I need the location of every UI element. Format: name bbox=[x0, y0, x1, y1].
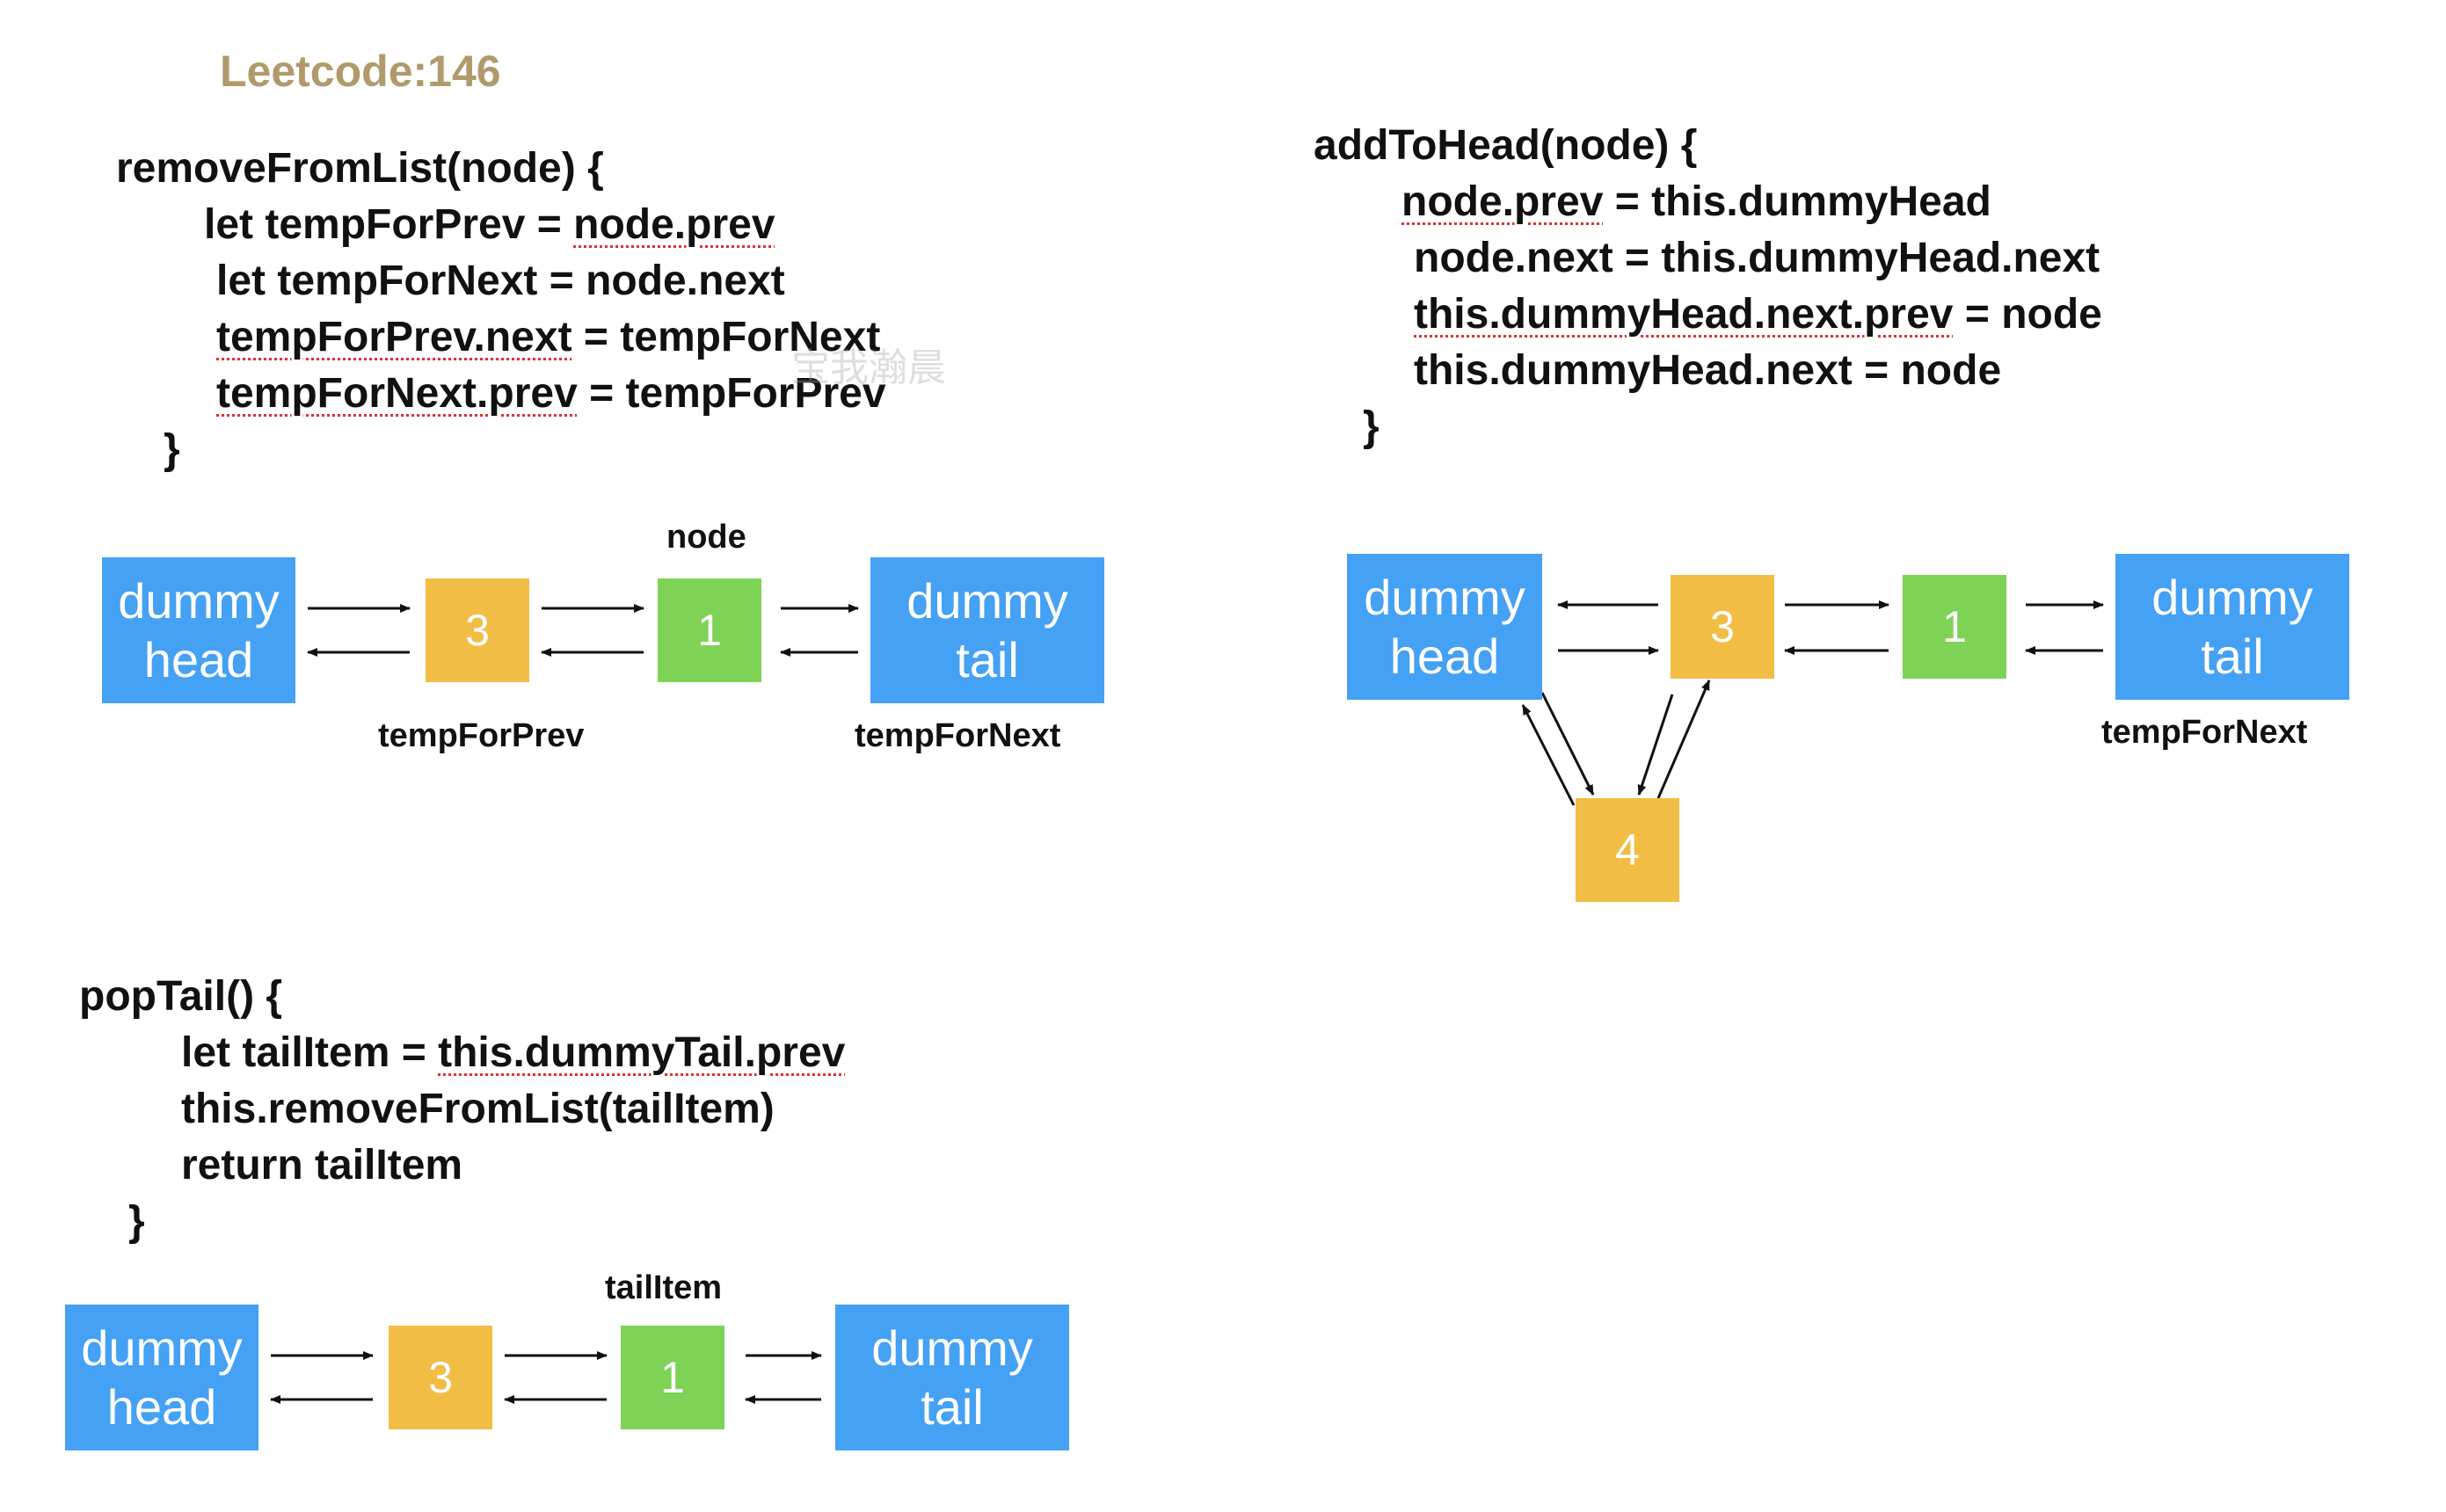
add-label-tempfornext: tempForNext bbox=[2101, 714, 2308, 751]
pop-dummy-tail-node: dummy tail bbox=[835, 1305, 1069, 1450]
remove-label-node: node bbox=[666, 519, 746, 556]
add-dummy-tail-node: dummy tail bbox=[2115, 554, 2349, 700]
pop-label-tailitem: tailItem bbox=[605, 1269, 723, 1306]
code-remove-line3: let tempForNext = node.next bbox=[216, 258, 785, 304]
add-node-4: 4 bbox=[1576, 798, 1679, 902]
remove-dummy-tail-node: dummy tail bbox=[870, 557, 1104, 703]
remove-node-3: 3 bbox=[426, 578, 529, 682]
code-add-line4: this.dummyHead.next.prev = node bbox=[1414, 291, 2102, 338]
code-remove-line4: tempForPrev.next = tempForNext bbox=[216, 314, 881, 360]
code-pop-line2: let tailItem = this.dummyTail.prev bbox=[181, 1029, 846, 1076]
add-node-3: 3 bbox=[1671, 575, 1774, 679]
arrow-add-head-to-4 bbox=[1540, 692, 1595, 796]
code-pop-line3: this.removeFromList(tailItem) bbox=[181, 1086, 775, 1132]
code-pop-line4: return tailItem bbox=[181, 1142, 463, 1189]
remove-label-tempforprev: tempForPrev bbox=[378, 717, 585, 754]
add-dummy-head-node: dummy head bbox=[1347, 554, 1542, 700]
code-add-line5: this.dummyHead.next = node bbox=[1414, 347, 2002, 394]
code-add-line3: node.next = this.dummyHead.next bbox=[1414, 235, 2100, 281]
arrow-add-4-to-3 bbox=[1656, 680, 1711, 799]
arrow-add-3-to-4 bbox=[1637, 694, 1674, 796]
pop-node-1: 1 bbox=[621, 1326, 724, 1429]
add-node-1: 1 bbox=[1903, 575, 2006, 679]
pop-dummy-head-node: dummy head bbox=[65, 1305, 258, 1450]
code-remove-close: } bbox=[164, 426, 180, 473]
watermark: 宝我瀚晨 bbox=[791, 346, 946, 389]
code-pop-close: } bbox=[128, 1198, 145, 1245]
page-title: Leetcode:146 bbox=[220, 47, 501, 96]
arrow-add-4-to-head bbox=[1521, 704, 1576, 806]
pop-node-3: 3 bbox=[389, 1326, 492, 1429]
remove-dummy-head-node: dummy head bbox=[102, 557, 295, 703]
code-add-line2: node.prev = this.dummyHead bbox=[1401, 178, 1991, 225]
remove-label-tempfornext: tempForNext bbox=[855, 717, 1061, 754]
code-pop-line1: popTail() { bbox=[79, 973, 283, 1020]
code-remove-line1: removeFromList(node) { bbox=[116, 145, 604, 192]
code-add-line1: addToHead(node) { bbox=[1314, 122, 1698, 169]
code-remove-line5: tempForNext.prev = tempForPrev bbox=[216, 370, 886, 417]
code-remove-line2: let tempForPrev = node.prev bbox=[204, 201, 775, 248]
remove-node-1: 1 bbox=[658, 578, 761, 682]
code-add-close: } bbox=[1363, 403, 1380, 450]
